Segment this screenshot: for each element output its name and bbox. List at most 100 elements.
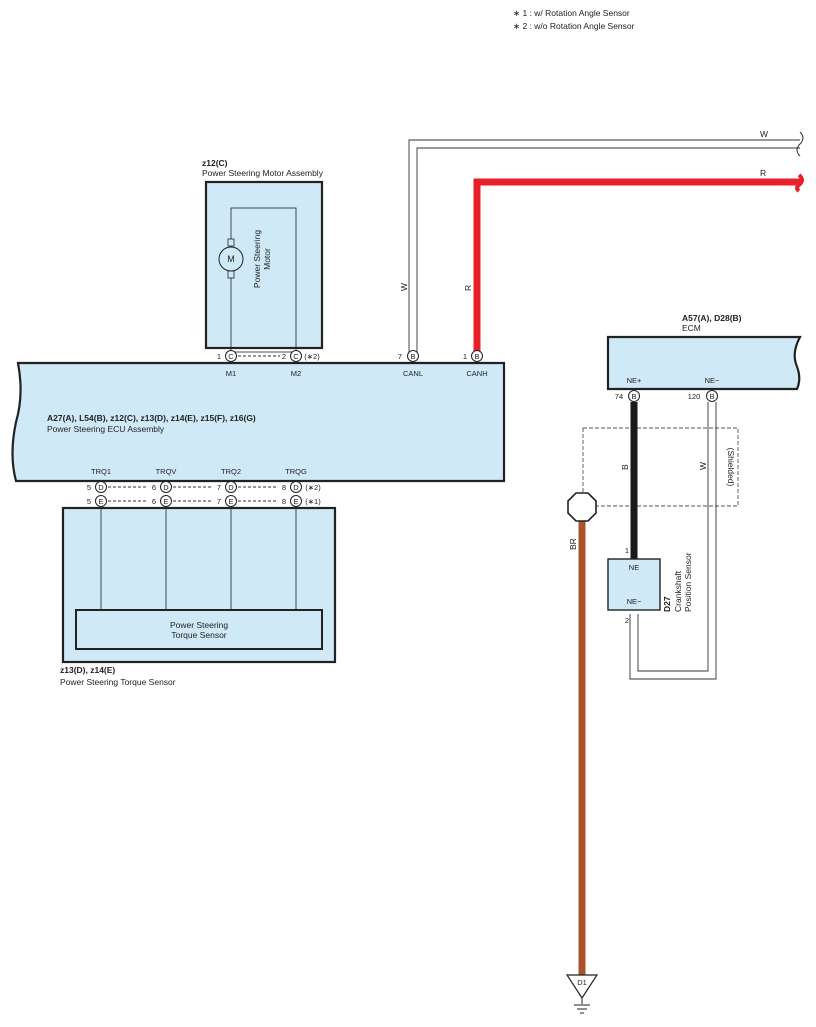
ecm-assembly: A57(A), D28(B) ECM NE+ NE− 74 B 120 B <box>606 313 802 402</box>
wire-color-w-crank: W <box>698 462 708 470</box>
ecm-name-label: ECM <box>682 323 701 333</box>
ground-point: D1 <box>565 974 599 1014</box>
ecu-label-trq2: TRQ2 <box>221 467 241 476</box>
pin-connector-icon <box>628 390 640 402</box>
pin-d-2: 6 D <box>152 481 172 493</box>
ecu-bottom-pins-e: 5 E 6 E 7 E 8 E (∗1) <box>87 495 321 507</box>
pin-number: 74 <box>615 392 623 401</box>
ecu-name-label: Power Steering ECU Assembly <box>47 424 165 434</box>
ecu-assembly-box <box>11 361 506 483</box>
pin-connector-letter: E <box>228 497 233 506</box>
pin-number: 7 <box>217 497 221 506</box>
canl-wire-outer <box>408 139 800 352</box>
wire-color-b: B <box>620 464 630 470</box>
torque-sensor-assembly: Power Steering Torque Sensor z13(D), z14… <box>60 506 337 687</box>
motor-brush-bottom <box>227 270 235 279</box>
canh-wire-break-icon <box>795 173 804 193</box>
ecu-top-pin-canl: 7 B CANL <box>398 350 423 378</box>
footnote-2: ∗ 2 : w/o Rotation Angle Sensor <box>513 21 635 31</box>
pin-connector-icon <box>95 495 107 507</box>
canl-wire-inner <box>416 147 800 352</box>
pin-number: 1 <box>217 352 221 361</box>
motor-connector-label: z12(C) <box>202 158 228 168</box>
pin-connector-letter: B <box>410 352 415 361</box>
wire-color-r-vertical: R <box>463 285 473 291</box>
pin-number: 1 <box>463 352 467 361</box>
torque-inner-line1: Power Steering <box>170 620 228 630</box>
pin-number: 7 <box>398 352 402 361</box>
pin-connector-letter: C <box>228 352 234 361</box>
pin-signal-label: M1 <box>226 369 236 378</box>
motor-inner-frame <box>230 207 297 353</box>
crank-connector-label: D27 <box>662 596 672 612</box>
ecm-pin-74: 74 B <box>615 390 640 402</box>
pin-connector-icon <box>225 495 237 507</box>
pin-row-d-note: (∗2) <box>305 483 321 492</box>
pin-connector-letter: E <box>163 497 168 506</box>
pin-e-1: 5 E <box>87 495 107 507</box>
pin-connector-icon <box>407 350 419 362</box>
pin-connector-icon <box>225 481 237 493</box>
ground-label: D1 <box>577 978 587 987</box>
motor-label-line1: Power Steering <box>252 230 262 288</box>
footnote-1: ∗ 1 : w/ Rotation Angle Sensor <box>513 8 630 18</box>
pin-number: 8 <box>282 497 286 506</box>
ecm-box <box>606 335 802 391</box>
pin-number: 2 <box>282 352 286 361</box>
ecu-bottom-pins-d: 5 D 6 D 7 D 8 D (∗2) <box>87 481 321 493</box>
ecu-label-trq1: TRQ1 <box>91 467 111 476</box>
pin-e-4: 8 E <box>282 495 302 507</box>
pin-connector-icon <box>471 350 483 362</box>
crank-pin-2: 2 <box>625 616 629 625</box>
pin-number: 7 <box>217 483 221 492</box>
pin-connector-letter: B <box>709 392 714 401</box>
pin-connector-icon <box>290 481 302 493</box>
pin-number: 6 <box>152 497 156 506</box>
canh-wire <box>473 178 800 352</box>
pin-number: 8 <box>282 483 286 492</box>
motor-name-label: Power Steering Motor Assembly <box>202 168 324 178</box>
wire-color-w-vertical: W <box>399 283 409 291</box>
pin-number: 5 <box>87 483 91 492</box>
pin-connector-letter: D <box>293 483 299 492</box>
pin-e-2: 6 E <box>152 495 172 507</box>
pin-number: 120 <box>688 392 701 401</box>
pin-connector-letter: B <box>631 392 636 401</box>
pin-row-e-note: (∗1) <box>305 497 321 506</box>
pin-connector-icon <box>290 350 302 362</box>
motor-brush-top <box>227 238 235 247</box>
pin-d-1: 5 D <box>87 481 107 493</box>
ecu-assembly: A27(A), L54(B), z12(C), z13(D), z14(E), … <box>11 350 506 483</box>
ecu-label-trqg: TRQG <box>285 467 307 476</box>
pin-connector-letter: E <box>98 497 103 506</box>
pin-note: (∗2) <box>304 352 320 361</box>
crank-pin-1: 1 <box>625 546 629 555</box>
ecu-label-trqv: TRQV <box>156 467 177 476</box>
pin-d-3: 7 D <box>217 481 237 493</box>
pin-number: 6 <box>152 483 156 492</box>
pin-connector-icon <box>160 481 172 493</box>
crank-sensor-box <box>607 558 661 611</box>
pin-connector-letter: B <box>474 352 479 361</box>
ecm-connectors-label: A57(A), D28(B) <box>682 313 742 323</box>
crank-name-line1: Crankshaft <box>673 570 683 612</box>
pin-connector-letter: E <box>293 497 298 506</box>
crank-sensor: NE NE− 1 2 D27 Crankshaft Position Senso… <box>607 546 693 625</box>
ne-minus-wire-outer <box>629 402 717 680</box>
pin-connector-icon <box>290 495 302 507</box>
ne-minus-wire-inner <box>637 402 709 672</box>
crank-pin-ne-minus: NE− <box>627 597 642 606</box>
torque-connector-label: z13(D), z14(E) <box>60 665 115 675</box>
ecu-connectors-label: A27(A), L54(B), z12(C), z13(D), z14(E), … <box>47 413 256 423</box>
pin-connector-icon <box>95 481 107 493</box>
shield-junction-icon <box>567 492 597 522</box>
pin-signal-label: M2 <box>291 369 301 378</box>
ecu-top-pin-m1: 1 C M1 <box>217 350 237 378</box>
ecm-pin-label-ne-plus: NE+ <box>627 376 642 385</box>
ground-triangle-icon <box>565 974 599 1000</box>
pin-connector-icon <box>706 390 718 402</box>
crank-pin-ne: NE <box>629 563 639 572</box>
pin-connector-letter: C <box>293 352 299 361</box>
wire-color-r-top: R <box>760 168 766 178</box>
